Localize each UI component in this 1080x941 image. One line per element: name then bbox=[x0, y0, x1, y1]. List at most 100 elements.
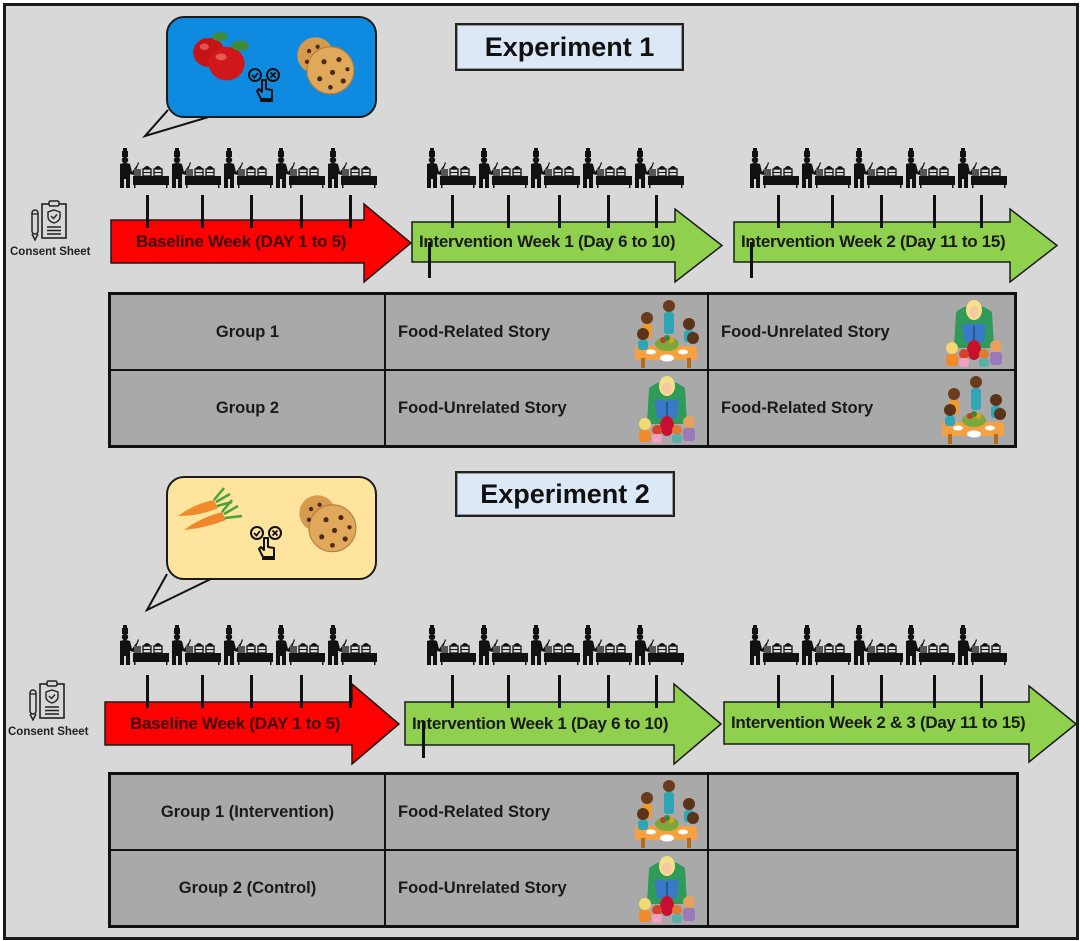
day-tick bbox=[146, 195, 149, 228]
chef-buffet-icon bbox=[325, 148, 377, 188]
day-tick bbox=[777, 195, 780, 228]
chef-buffet-icon bbox=[851, 625, 903, 665]
week1-story-cell: Food-Unrelated Story bbox=[384, 849, 709, 928]
experiment-1-title: Experiment 1 bbox=[455, 23, 684, 71]
week1-story-cell: Food-Unrelated Story bbox=[384, 369, 709, 448]
week-label: Baseline Week (DAY 1 to 5) bbox=[136, 231, 347, 251]
children-eating-icon bbox=[631, 298, 703, 368]
chef-buffet-icon bbox=[273, 625, 325, 665]
consent-sheet-label: Consent Sheet bbox=[8, 726, 89, 738]
chef-buffet-icon bbox=[580, 625, 632, 665]
day-tick bbox=[558, 195, 561, 228]
table-row: Group 1 Food-Related Story Food-Unrelate… bbox=[108, 292, 1016, 371]
intervention-week-arrow bbox=[411, 207, 724, 284]
week2-empty-cell bbox=[707, 772, 1019, 851]
story-label: Food-Unrelated Story bbox=[721, 322, 890, 341]
day-tick bbox=[880, 675, 883, 708]
week2-story-cell: Food-Related Story bbox=[707, 369, 1016, 448]
food-choice-bubble-exp1 bbox=[166, 16, 377, 118]
chef-buffet-icon bbox=[117, 625, 169, 665]
day-tick bbox=[880, 195, 883, 228]
chef-buffet-icon bbox=[632, 625, 684, 665]
storytelling-icon bbox=[631, 854, 703, 924]
chef-buffet-icon bbox=[424, 625, 476, 665]
consent-sheet: Consent Sheet bbox=[8, 680, 89, 738]
day-tick bbox=[980, 195, 983, 228]
chef-buffet-row bbox=[747, 625, 1007, 665]
bubble-tail bbox=[141, 109, 213, 138]
group-name: Group 2 (Control) bbox=[108, 849, 386, 928]
day-tick bbox=[250, 675, 253, 708]
cookies-icon bbox=[294, 492, 358, 556]
week1-story-cell: Food-Related Story bbox=[384, 292, 709, 371]
chef-buffet-icon bbox=[117, 148, 169, 188]
day-tick bbox=[451, 675, 454, 708]
cookies-icon bbox=[292, 34, 356, 98]
week2-empty-cell bbox=[707, 849, 1019, 928]
chef-buffet-icon bbox=[903, 625, 955, 665]
check-cross-choice-icon bbox=[248, 68, 284, 102]
consent-sheet-icon bbox=[28, 680, 68, 722]
chef-buffet-icon bbox=[273, 148, 325, 188]
baseline-week-arrow bbox=[104, 682, 401, 766]
week-label: Intervention Week 1 (Day 6 to 10) bbox=[412, 713, 669, 733]
consent-sheet: Consent Sheet bbox=[10, 200, 91, 258]
storytelling-icon bbox=[938, 298, 1010, 368]
group-name: Group 1 bbox=[108, 292, 386, 371]
chef-buffet-icon bbox=[747, 625, 799, 665]
day-tick bbox=[451, 195, 454, 228]
group-name: Group 1 (Intervention) bbox=[108, 772, 386, 851]
day-tick bbox=[146, 675, 149, 708]
day-tick bbox=[607, 195, 610, 228]
chef-buffet-icon bbox=[476, 148, 528, 188]
day-tick bbox=[349, 195, 352, 228]
chef-buffet-icon bbox=[476, 625, 528, 665]
chef-buffet-icon bbox=[851, 148, 903, 188]
baseline-week-arrow bbox=[110, 202, 413, 284]
children-eating-icon bbox=[938, 374, 1010, 444]
day-tick bbox=[507, 675, 510, 708]
intervention-week-arrow bbox=[404, 682, 723, 766]
chef-buffet-icon bbox=[528, 148, 580, 188]
story-label: Food-Unrelated Story bbox=[398, 878, 567, 897]
day-tick bbox=[349, 675, 352, 708]
story-label: Food-Related Story bbox=[721, 398, 874, 417]
day-tick bbox=[933, 675, 936, 708]
chef-buffet-row bbox=[747, 148, 1007, 188]
chef-buffet-icon bbox=[632, 148, 684, 188]
table-row: Group 1 (Intervention) Food-Related Stor… bbox=[108, 772, 1019, 851]
consent-sheet-label: Consent Sheet bbox=[10, 246, 91, 258]
chef-buffet-icon bbox=[580, 148, 632, 188]
food-choice-bubble-exp2 bbox=[166, 476, 377, 580]
day-tick bbox=[831, 195, 834, 228]
chef-buffet-row bbox=[117, 625, 377, 665]
chef-buffet-icon bbox=[221, 148, 273, 188]
chef-buffet-icon bbox=[799, 148, 851, 188]
story-start-tick bbox=[428, 242, 431, 278]
story-label: Food-Unrelated Story bbox=[398, 398, 567, 417]
day-tick bbox=[980, 675, 983, 708]
story-label: Food-Related Story bbox=[398, 802, 551, 821]
story-label: Food-Related Story bbox=[398, 322, 551, 341]
chef-buffet-icon bbox=[528, 625, 580, 665]
chef-buffet-row bbox=[424, 625, 684, 665]
week-label: Intervention Week 2 & 3 (Day 11 to 15) bbox=[731, 713, 1026, 732]
chef-buffet-icon bbox=[747, 148, 799, 188]
table-row: Group 2 Food-Unrelated Story Food-Relate… bbox=[108, 369, 1016, 448]
chef-buffet-icon bbox=[799, 625, 851, 665]
week2-story-cell: Food-Unrelated Story bbox=[707, 292, 1016, 371]
day-tick bbox=[655, 675, 658, 708]
day-tick bbox=[201, 195, 204, 228]
week1-story-cell: Food-Related Story bbox=[384, 772, 709, 851]
day-tick bbox=[777, 675, 780, 708]
chef-buffet-row bbox=[424, 148, 684, 188]
day-tick bbox=[507, 195, 510, 228]
check-cross-choice-icon bbox=[250, 526, 286, 560]
experiment-2-title: Experiment 2 bbox=[455, 471, 675, 517]
apples-icon bbox=[186, 30, 254, 86]
day-tick bbox=[558, 675, 561, 708]
carrots-icon bbox=[174, 486, 254, 536]
chef-buffet-icon bbox=[955, 148, 1007, 188]
chef-buffet-icon bbox=[955, 625, 1007, 665]
consent-sheet-icon bbox=[30, 200, 70, 242]
